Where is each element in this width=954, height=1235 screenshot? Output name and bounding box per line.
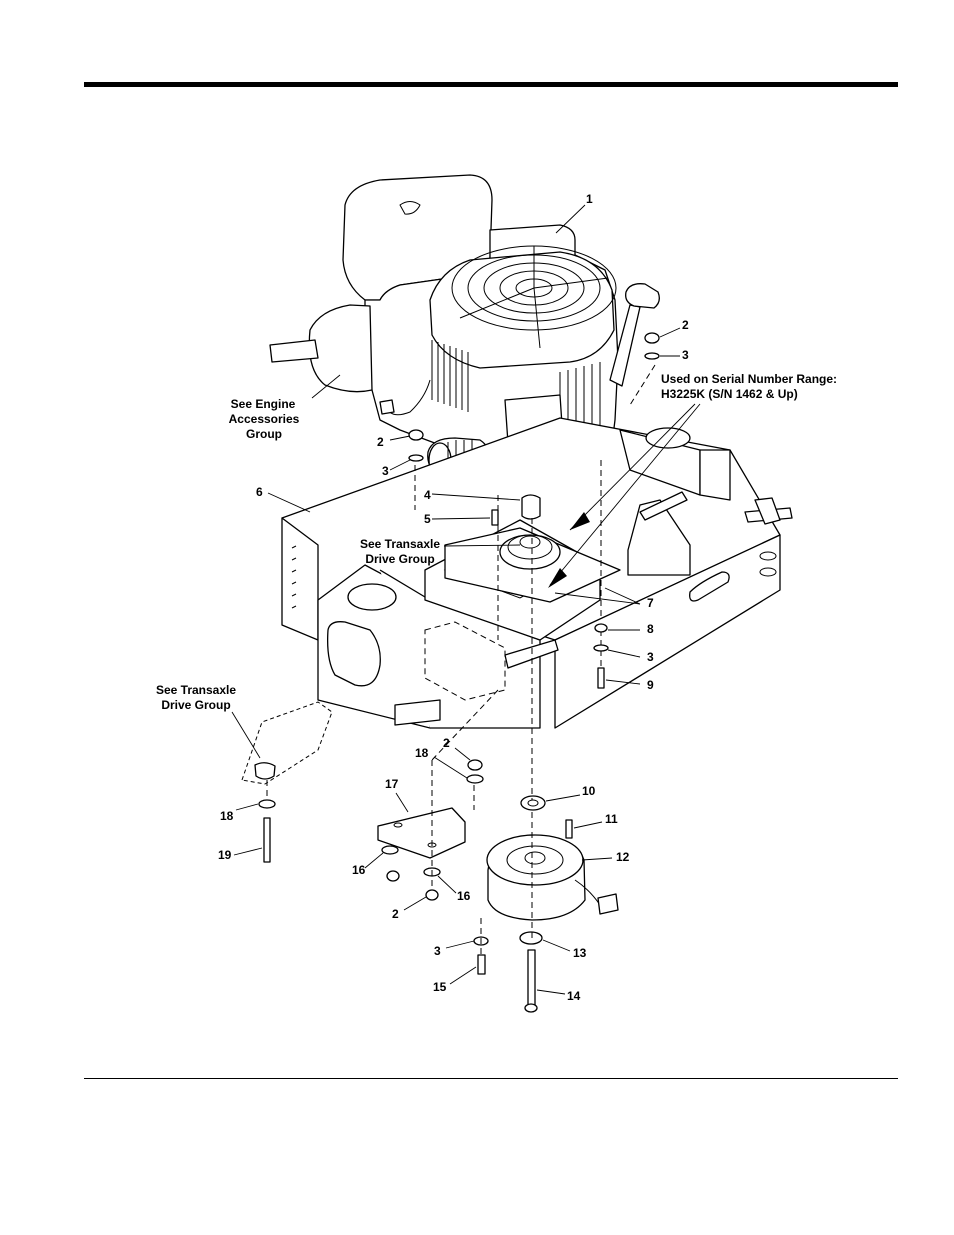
note-engine-accessories: See Engine Accessories Group bbox=[229, 397, 300, 441]
note-transaxle-upper-line-2: Drive Group bbox=[365, 552, 434, 566]
callout-18a: 18 bbox=[415, 746, 429, 760]
callout-13: 13 bbox=[573, 946, 587, 960]
callout-18b: 18 bbox=[220, 809, 234, 823]
callout-9: 9 bbox=[647, 678, 654, 692]
callout-6: 6 bbox=[256, 485, 263, 499]
footer-rule bbox=[84, 1078, 898, 1079]
callout-14: 14 bbox=[567, 989, 581, 1003]
note-engine-line-1: See Engine bbox=[231, 397, 296, 411]
note-serial-range: Used on Serial Number Range: H3225K (S/N… bbox=[661, 372, 837, 401]
callout-4: 4 bbox=[424, 488, 431, 502]
note-serial-line-2: H3225K (S/N 1462 & Up) bbox=[661, 387, 798, 401]
callout-2c: 2 bbox=[443, 736, 450, 750]
note-serial-line-1: Used on Serial Number Range: bbox=[661, 372, 837, 386]
callout-19: 19 bbox=[218, 848, 232, 862]
callout-7: 7 bbox=[647, 596, 654, 610]
callout-10: 10 bbox=[582, 784, 596, 798]
callout-5: 5 bbox=[424, 512, 431, 526]
note-transaxle-lower: See Transaxle Drive Group bbox=[156, 683, 236, 712]
callout-2d: 2 bbox=[392, 907, 399, 921]
callout-2b: 2 bbox=[377, 435, 384, 449]
note-transaxle-lower-line-1: See Transaxle bbox=[156, 683, 236, 697]
callout-3d: 3 bbox=[434, 944, 441, 958]
callout-8: 8 bbox=[647, 622, 654, 636]
callout-1: 1 bbox=[586, 192, 593, 206]
callout-16a: 16 bbox=[352, 863, 366, 877]
note-transaxle-lower-line-2: Drive Group bbox=[161, 698, 230, 712]
callout-16b: 16 bbox=[457, 889, 471, 903]
callout-12: 12 bbox=[616, 850, 630, 864]
callout-15: 15 bbox=[433, 980, 447, 994]
transaxle-phantom-lower bbox=[242, 702, 332, 862]
callout-11: 11 bbox=[605, 812, 618, 826]
callout-17: 17 bbox=[385, 777, 399, 791]
mounting-frame bbox=[282, 418, 792, 728]
note-transaxle-upper: See Transaxle Drive Group bbox=[360, 537, 440, 566]
note-transaxle-upper-line-1: See Transaxle bbox=[360, 537, 440, 551]
callout-3a: 3 bbox=[682, 348, 689, 362]
callout-3c: 3 bbox=[647, 650, 654, 664]
note-engine-line-2: Accessories bbox=[229, 412, 300, 426]
callout-3b: 3 bbox=[382, 464, 389, 478]
callout-2a: 2 bbox=[682, 318, 689, 332]
note-engine-line-3: Group bbox=[246, 427, 282, 441]
